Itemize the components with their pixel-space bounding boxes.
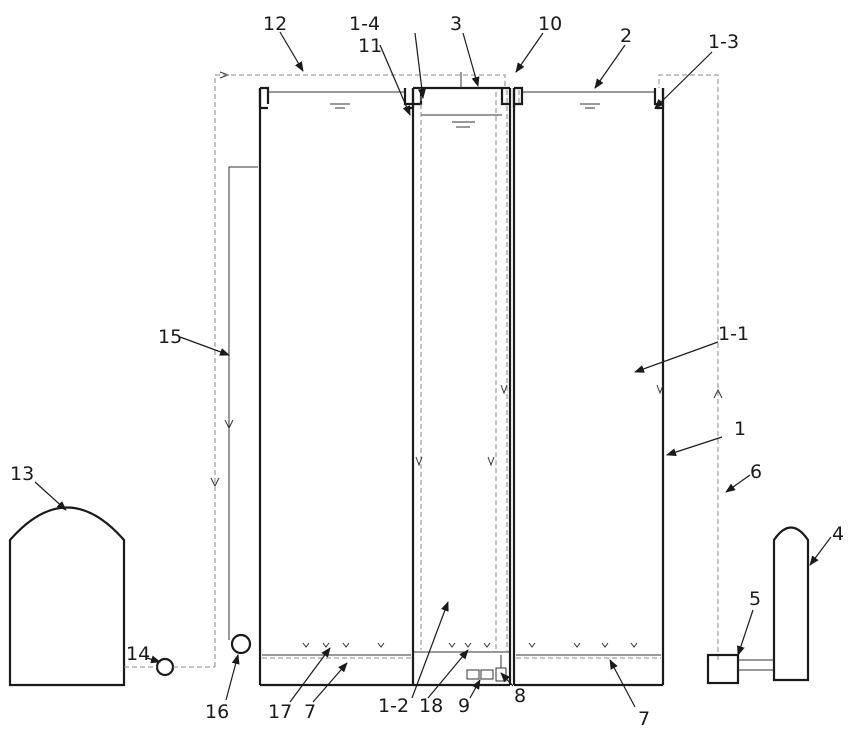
label-12: 12 <box>263 13 287 35</box>
label-1-2: 1-2 <box>378 695 409 717</box>
aerator-right <box>516 642 661 659</box>
label-18: 18 <box>419 695 443 717</box>
label-8: 8 <box>514 685 526 707</box>
aerator-left <box>262 642 411 659</box>
pipe-12 <box>214 74 506 667</box>
label-17: 17 <box>268 701 292 723</box>
label-7-left: 7 <box>304 701 316 723</box>
pump-16 <box>230 633 252 655</box>
label-6: 6 <box>750 461 762 483</box>
pipe-15 <box>228 166 258 640</box>
aerator-center <box>448 642 491 648</box>
storage-tank-13 <box>8 506 126 687</box>
label-9: 9 <box>458 695 470 717</box>
label-15: 15 <box>158 326 182 348</box>
label-2: 2 <box>620 25 632 47</box>
label-11: 11 <box>358 35 382 57</box>
label-5: 5 <box>749 588 761 610</box>
label-3: 3 <box>450 13 462 35</box>
air-pipe-6 <box>658 74 719 660</box>
right-tank <box>506 86 665 687</box>
center-tank <box>413 72 512 687</box>
label-1-1: 1-1 <box>718 323 749 345</box>
flow-arrows <box>210 71 723 488</box>
left-tank <box>258 86 415 687</box>
label-1: 1 <box>734 418 746 440</box>
label-4: 4 <box>832 523 844 545</box>
label-1-3: 1-3 <box>708 31 739 53</box>
pump-14 <box>124 657 215 677</box>
label-16: 16 <box>205 701 229 723</box>
label-13: 13 <box>10 463 34 485</box>
label-10: 10 <box>538 13 562 35</box>
label-1-4: 1-4 <box>349 13 380 35</box>
label-7-right: 7 <box>638 708 650 730</box>
leader-lines <box>34 31 832 708</box>
pump-assembly <box>466 655 507 682</box>
label-14: 14 <box>126 643 150 665</box>
motor-5 <box>706 653 774 685</box>
blower-4 <box>772 526 810 682</box>
